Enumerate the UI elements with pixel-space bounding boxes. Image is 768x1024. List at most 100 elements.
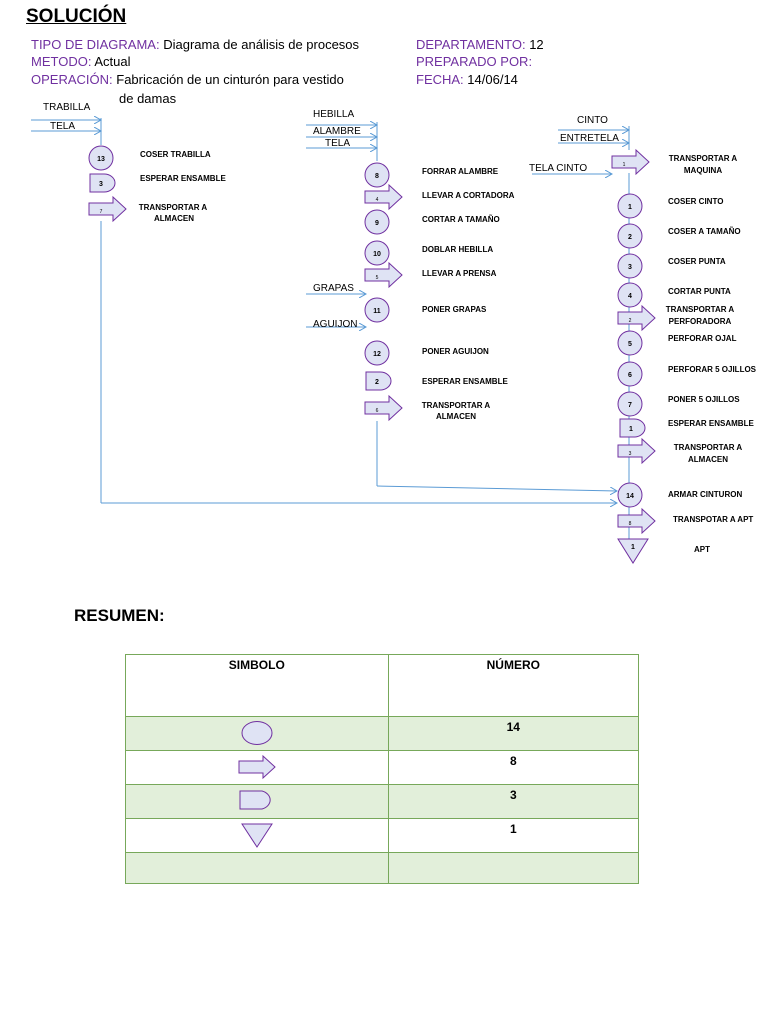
- operation-circle-icon: [125, 716, 389, 751]
- step-label: COSER PUNTA: [668, 257, 726, 266]
- storage-triangle-icon: 1: [617, 538, 649, 564]
- step-number: 14: [626, 493, 634, 500]
- step-label: ALMACEN: [436, 412, 476, 421]
- step-label: APT: [694, 545, 710, 554]
- depto-value: 12: [529, 37, 544, 52]
- step-number: 5: [376, 275, 379, 281]
- operation-circle-icon: 13: [88, 145, 114, 171]
- operation-circle-icon: 11: [364, 297, 390, 323]
- tipo-value: Diagrama de análisis de procesos: [163, 37, 360, 52]
- step-number: 11: [373, 308, 381, 315]
- transport-arrow-icon: 6: [364, 394, 403, 422]
- step-label: ARMAR CINTURON: [668, 490, 742, 499]
- step-label: MAQUINA: [684, 166, 722, 175]
- step-label: PONER GRAPAS: [422, 305, 487, 314]
- operation-count: 14: [387, 716, 640, 751]
- transport-arrow-icon: 4: [364, 183, 403, 211]
- step-label: CORTAR A TAMAÑO: [422, 215, 500, 224]
- delay-d-shape-icon: 2: [365, 371, 392, 391]
- step-label: TRANSPOTAR A APT: [673, 515, 753, 524]
- table-row: 14: [125, 716, 640, 751]
- step-label: TRANSPORTAR A: [674, 443, 743, 452]
- connector-line: [376, 485, 617, 491]
- table-row: 1: [125, 818, 640, 853]
- header-preparado: PREPARADO POR:: [416, 53, 532, 70]
- step-label: TRANSPORTAR A: [669, 154, 738, 163]
- step-label: ESPERAR ENSAMBLE: [422, 377, 508, 386]
- step-label: COSER TRABILLA: [140, 150, 211, 159]
- step-label: ESPERAR ENSAMBLE: [668, 419, 754, 428]
- operation-circle-icon: 5: [617, 330, 643, 356]
- step-number: 6: [376, 408, 379, 414]
- step-number: 2: [375, 379, 379, 386]
- operacion-key: OPERACIÓN:: [31, 72, 113, 87]
- operation-circle-icon: 8: [364, 162, 390, 188]
- step-label: PERFORAR OJAL: [668, 334, 737, 343]
- operation-circle-icon: 10: [364, 240, 390, 266]
- step-label: PONER 5 OJILLOS: [668, 395, 740, 404]
- step-number: 1: [629, 426, 633, 433]
- transport-arrow-icon: [125, 750, 389, 785]
- step-number: 7: [100, 209, 103, 215]
- input-alambre: ALAMBRE: [313, 126, 361, 137]
- step-label: LLEVAR A CORTADORA: [422, 191, 515, 200]
- resumen-title: RESUMEN:: [74, 606, 165, 625]
- empty-count-cell: [387, 852, 640, 884]
- step-label: TRANSPORTAR A: [422, 401, 491, 410]
- transport-arrow-icon: 8: [617, 507, 656, 535]
- step-label: TRANSPORTAR A: [666, 305, 735, 314]
- step-label: ALMACEN: [154, 214, 194, 223]
- operation-circle-icon: 3: [617, 253, 643, 279]
- input-tela-cinto: TELA CINTO: [529, 163, 587, 174]
- step-number: 9: [375, 220, 379, 227]
- summary-table: SIMBOLO NÚMERO 14 8 3 1: [125, 654, 640, 884]
- step-number: 8: [375, 173, 379, 180]
- input-tela: TELA: [325, 138, 350, 149]
- input-entretela: ENTRETELA: [560, 133, 619, 144]
- transport-arrow-icon: 3: [617, 437, 656, 465]
- step-label: ALMACEN: [688, 455, 728, 464]
- operacion-value: Fabricación de un cinturón para vestido: [116, 72, 344, 87]
- step-number: 10: [373, 251, 381, 258]
- input-grapas: GRAPAS: [313, 283, 354, 294]
- step-number: 3: [629, 451, 632, 457]
- step-number: 1: [631, 544, 635, 551]
- fecha-key: FECHA:: [416, 72, 464, 87]
- step-number: 4: [376, 197, 379, 203]
- operation-circle-icon: 6: [617, 361, 643, 387]
- delay-d-shape-icon: 3: [89, 173, 116, 193]
- numero-header: NÚMERO: [387, 654, 640, 717]
- delay-count: 3: [387, 784, 640, 819]
- header-fecha: FECHA: 14/06/14: [416, 71, 518, 88]
- step-label: ESPERAR ENSAMBLE: [140, 174, 226, 183]
- step-number: 3: [99, 181, 103, 188]
- fecha-value: 14/06/14: [467, 72, 518, 87]
- operation-circle-icon: 1: [617, 193, 643, 219]
- input-hebilla: HEBILLA: [313, 109, 354, 120]
- depto-key: DEPARTAMENTO:: [416, 37, 526, 52]
- delay-d-shape-icon: 1: [619, 418, 646, 438]
- table-row: 8: [125, 750, 640, 785]
- transport-arrow-icon: 1: [611, 148, 650, 176]
- step-number: 8: [629, 521, 632, 527]
- summary-header-row: SIMBOLO NÚMERO: [125, 654, 640, 717]
- step-number: 12: [373, 351, 381, 358]
- input-cinto: CINTO: [577, 115, 608, 126]
- metodo-value: Actual: [94, 54, 131, 69]
- storage-triangle-icon: [125, 818, 389, 853]
- step-number: 2: [629, 318, 632, 324]
- operation-circle-icon: 7: [617, 391, 643, 417]
- operation-circle-icon: 12: [364, 340, 390, 366]
- step-label: TRANSPORTAR A: [139, 203, 208, 212]
- transport-arrow-icon: 7: [88, 195, 127, 223]
- step-number: 7: [628, 402, 632, 409]
- header-metodo: METODO: Actual: [31, 53, 130, 70]
- operation-circle-icon: 4: [617, 282, 643, 308]
- storage-count: 1: [387, 818, 640, 853]
- input-aguijon: AGUIJON: [313, 319, 357, 330]
- table-row: [125, 852, 640, 884]
- step-label: PERFORADORA: [669, 317, 732, 326]
- delay-d-shape-icon: [125, 784, 389, 819]
- step-number: 3: [628, 264, 632, 271]
- step-label: CORTAR PUNTA: [668, 287, 731, 296]
